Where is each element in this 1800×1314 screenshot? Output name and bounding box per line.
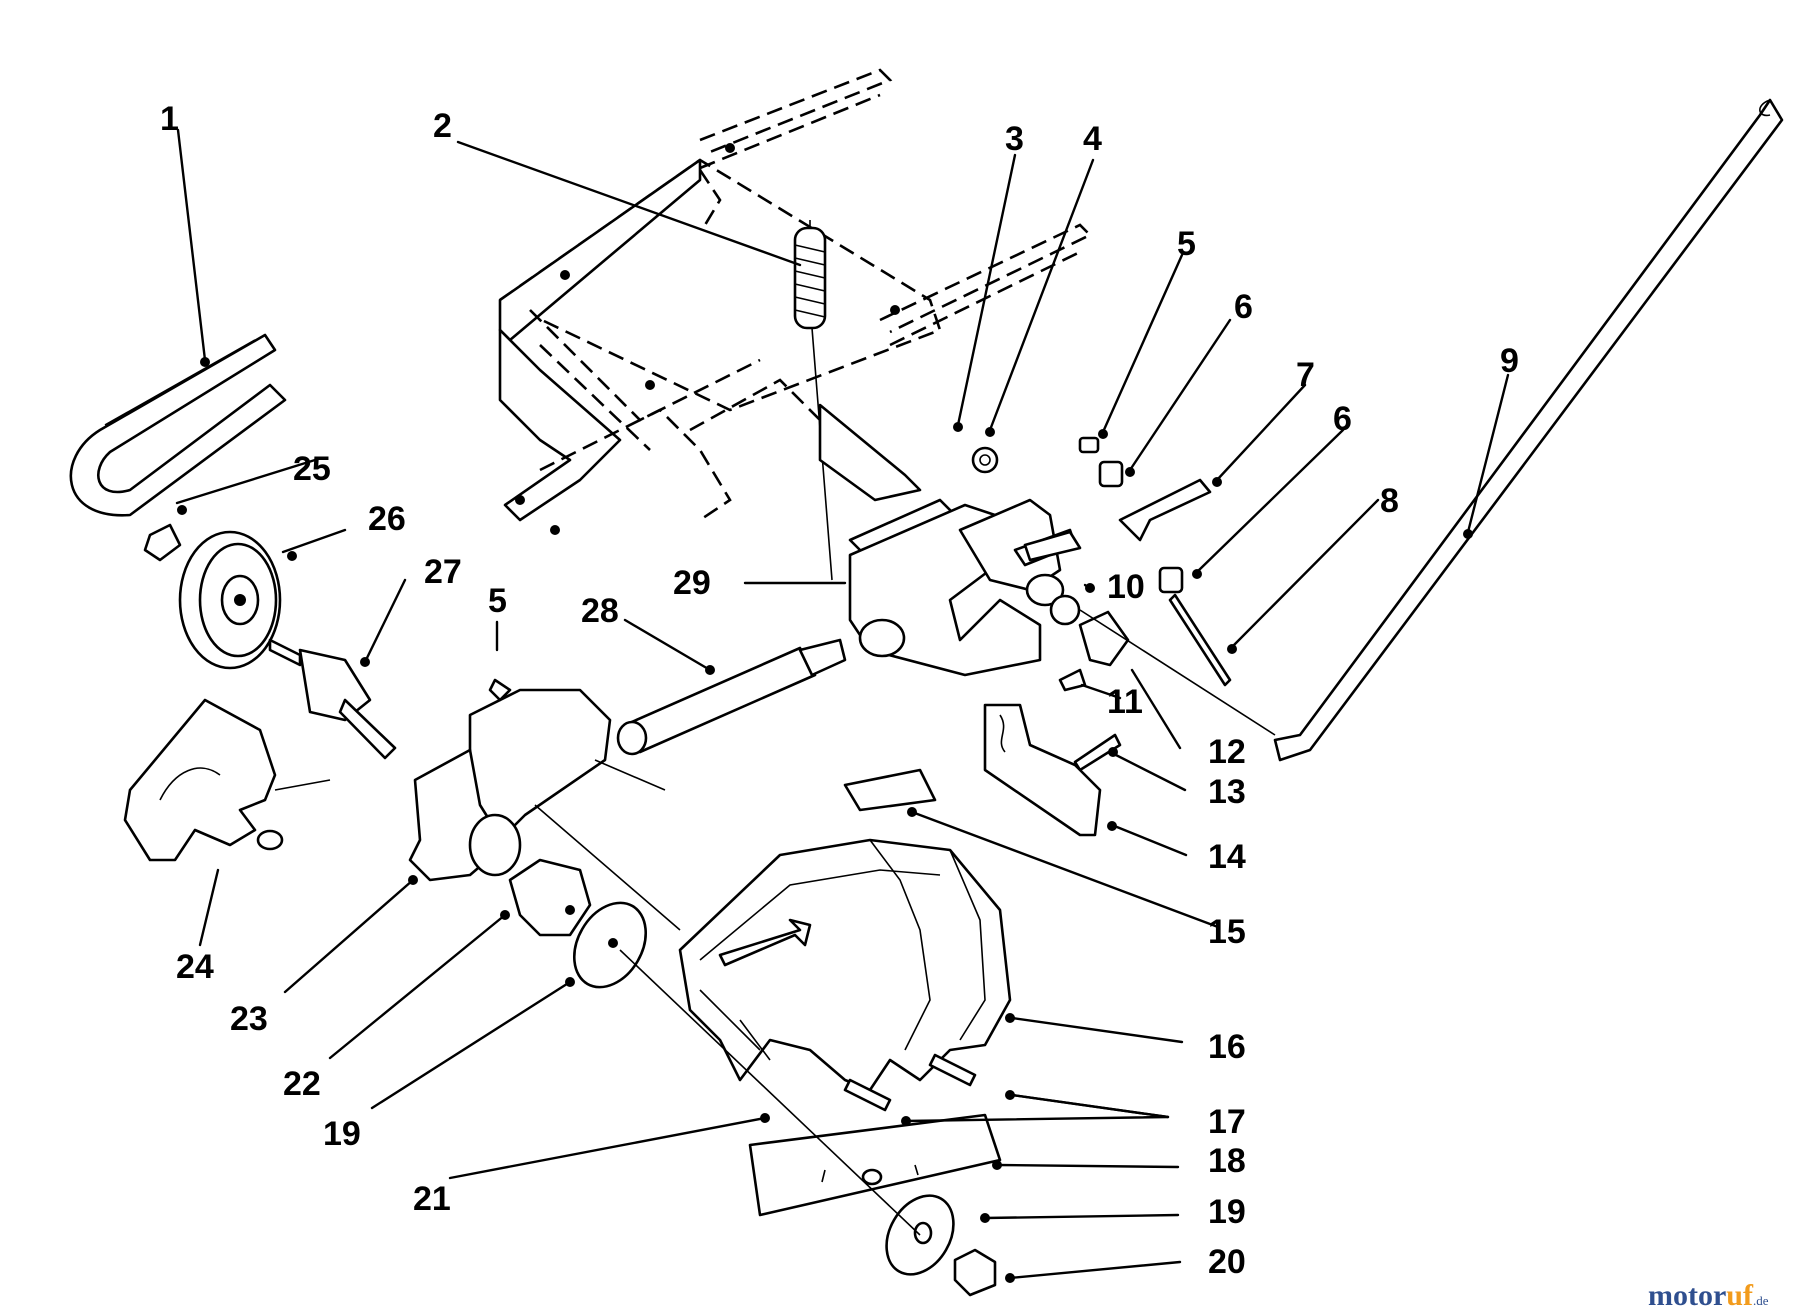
discharge-chute — [534, 759, 1012, 1112]
callout-26: 26 — [368, 500, 406, 538]
callout-15: 15 — [1208, 913, 1246, 951]
callout-8: 8 — [1380, 482, 1399, 520]
small-hardware — [971, 436, 1276, 772]
callout-12: 12 — [1208, 733, 1246, 771]
callout-21: 21 — [413, 1180, 451, 1218]
svg-text:motoruf.de: motoruf.de — [1648, 1279, 1769, 1312]
callout-5-lower: 5 — [488, 582, 507, 620]
extension-spring — [793, 220, 833, 581]
callout-18: 18 — [1208, 1142, 1246, 1180]
callout-16: 16 — [1208, 1028, 1246, 1066]
gear-housing — [123, 698, 331, 862]
callout-13: 13 — [1208, 773, 1246, 811]
auger-shaft — [616, 638, 847, 756]
callout-labels: 1 2 3 4 5 6 7 6 8 9 10 11 12 13 14 15 16… — [160, 100, 1519, 1281]
callout-14: 14 — [1208, 838, 1246, 876]
callout-10: 10 — [1107, 568, 1145, 606]
callout-9: 9 — [1500, 342, 1519, 380]
callout-3: 3 — [1005, 120, 1024, 158]
callout-19-lower: 19 — [1208, 1193, 1246, 1231]
callout-27: 27 — [424, 553, 462, 591]
callout-25: 25 — [293, 450, 331, 488]
callout-17: 17 — [1208, 1103, 1246, 1141]
impeller-housing — [408, 678, 647, 989]
callout-6: 6 — [1234, 288, 1253, 326]
watermark-accent: uf — [1726, 1279, 1754, 1312]
drive-belt — [69, 333, 287, 517]
control-rod — [1273, 98, 1784, 762]
pulley — [143, 523, 282, 670]
callout-23: 23 — [230, 1000, 268, 1038]
callout-29: 29 — [673, 564, 711, 602]
pivot-bracket — [818, 403, 1082, 677]
leader-lines — [175, 128, 1510, 1283]
callout-7: 7 — [1296, 356, 1315, 394]
callout-1: 1 — [160, 100, 179, 138]
frame-bracket — [497, 68, 1093, 535]
callout-24: 24 — [176, 948, 214, 986]
watermark-main: motor — [1648, 1279, 1726, 1312]
callout-11: 11 — [1107, 683, 1143, 721]
watermark-logo: motoruf.de — [1648, 1279, 1769, 1312]
scraper-plate — [619, 949, 1002, 1297]
callout-2: 2 — [433, 107, 452, 145]
callout-19-upper: 19 — [323, 1115, 361, 1153]
callout-28: 28 — [581, 592, 619, 630]
watermark-suffix: .de — [1753, 1293, 1769, 1308]
callout-4: 4 — [1083, 120, 1102, 158]
callout-5: 5 — [1177, 225, 1196, 263]
callout-6-second: 6 — [1333, 400, 1352, 438]
bearing-shaft — [268, 638, 397, 760]
callout-20: 20 — [1208, 1243, 1246, 1281]
callout-22: 22 — [283, 1065, 321, 1103]
guard-plate — [843, 703, 1102, 837]
